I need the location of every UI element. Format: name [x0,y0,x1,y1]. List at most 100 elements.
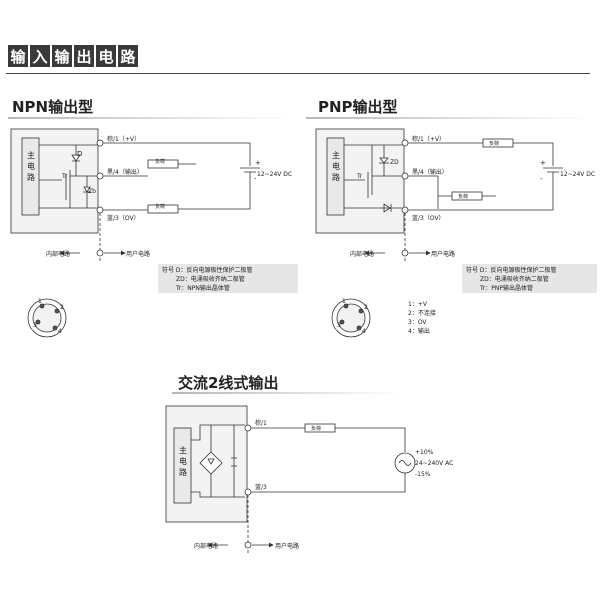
pnp-terminal-blue [401,206,409,214]
ac-main-char: 主 [179,445,187,455]
npn-legend-line-2: ZD：电涌吸收齐纳二极管 [176,275,245,283]
npn-transistor-label: Tr [61,173,68,180]
ac-main-circuit-label: 主 电 路 [179,445,190,477]
pnp-legend-box [462,264,597,293]
pnp-pin-desc-2: 2：不连接 [408,309,436,317]
pnp-user-label: 用户电路 [431,250,455,258]
npn-plus-sign: + [255,159,261,167]
pnp-pin-label-3: 3 [337,322,341,329]
pnp-labels: 主 电 路 棕/1（+V） 黑/4（输出） 蓝/3（OV） 负荷 负荷 12~2… [332,135,595,335]
npn-terminal-brown [96,139,104,147]
ac-main-circuit-box [173,427,192,504]
npn-terminal-blue [96,206,104,214]
pnp-main-char: 主 [332,150,340,160]
ac-supply-range: 24~240V AC [415,460,453,467]
pnp-main-char: 路 [332,172,340,182]
title-char: 出 [74,45,94,67]
ac-main-char: 电 [179,456,187,466]
pnp-zener-label: ZD [390,159,399,166]
npn-main-circuit-box [21,137,40,216]
npn-legend-box [158,264,298,293]
pnp-pin-desc-3: 3：OV [408,319,427,326]
pnp-pin-label-2: 2 [364,304,368,311]
npn-internal-label: 内部电路 [46,250,70,258]
npn-pin-label-2: 2 [60,304,64,311]
npn-main-char: 主 [27,150,35,160]
pnp-pin-label-4: 4 [362,328,366,335]
npn-diagram [10,128,298,338]
pnp-pin-3 [339,319,345,325]
pnp-terminal-black [401,172,409,180]
pnp-transistor-label: Tr [356,173,363,180]
npn-main-char: 电 [27,161,35,171]
ac-terminal-brown [244,424,252,432]
ac-supply-minus: -15% [415,471,431,478]
ac-section-underline [172,392,402,394]
npn-pin-4 [52,325,58,331]
npn-pin-3 [35,319,41,325]
npn-pin-label-1: 1 [38,298,42,305]
pnp-supply-label: 12~24V DC [560,171,595,178]
title-char: 入 [30,45,50,67]
npn-minus-sign: - [254,175,257,183]
npn-pin-2 [54,308,60,314]
ac-load-label: 负荷 [311,425,321,432]
pnp-diagram [315,128,597,338]
pnp-internal-label: 内部电路 [350,250,374,258]
pnp-blue-label: 蓝/3（OV） [412,214,445,222]
npn-section-title: NPN输出型 [12,98,94,116]
title-char: 电 [96,45,116,67]
npn-main-char: 路 [27,172,35,182]
ac-internal-label: 内部电路 [194,542,218,550]
npn-blue-label: 蓝/3（OV） [107,214,140,222]
title-char: 输 [8,45,28,67]
npn-pin-label-3: 3 [33,322,37,329]
title-char: 输 [52,45,72,67]
npn-supply-label: 12~24V DC [257,171,292,178]
npn-main-circuit-label: 主 电 路 [27,150,38,182]
pnp-pin-4 [356,325,362,331]
ac-section-title: 交流2线式输出 [178,374,279,392]
pnp-connector-inner [336,303,366,333]
npn-terminal-black [96,172,104,180]
page-title: 输 入 输 出 电 路 [8,45,140,67]
pnp-black-label: 黑/4（输出） [412,168,448,176]
pnp-legend-line-1: 符号 D：反向电源极性保护二极管 [466,266,557,274]
pnp-pin-2 [358,308,364,314]
pnp-pin-label-1: 1 [342,298,346,305]
npn-legend-line-3: Tr：NPN输出晶体管 [175,284,230,292]
npn-load-label-2: 负荷 [155,203,165,210]
pnp-pin-desc-4: 4：输出 [408,327,430,335]
ac-labels: 主 电 路 棕/1 蓝/3 负荷 +10% 24~240V AC -15% 内部… [179,419,453,550]
pnp-legend-line-2: ZD：电涌吸收齐纳二极管 [480,275,549,283]
npn-pin-label-4: 4 [58,328,62,335]
pnp-load-label-1: 负荷 [489,140,499,147]
pnp-section-title: PNP输出型 [318,98,398,116]
npn-pin-1 [39,303,45,309]
pnp-pin-1 [343,303,349,309]
ac-blue-label: 蓝/3 [255,483,267,491]
pnp-brown-label: 棕/1（+V） [412,135,445,143]
title-char: 路 [118,45,138,67]
npn-labels: 主 电 路 棕/1（+V） 黑/4（输出） 蓝/3（OV） 负荷 负荷 12~2… [27,135,292,335]
pnp-section-underline [306,117,591,119]
pnp-pin-desc-1: 1：+V [408,301,428,308]
npn-black-label: 黑/4（输出） [107,168,143,176]
npn-connector-inner [32,303,62,333]
pnp-minus-sign: - [540,175,543,183]
npn-load-label-1: 负荷 [155,158,165,165]
pnp-legend-line-3: Tr：PNP输出晶体管 [479,284,533,292]
title-rule [6,73,590,74]
ac-supply-plus: +10% [415,449,434,456]
ac-diagram [165,405,416,553]
ac-user-label: 用户电路 [275,542,299,550]
npn-zener-label: Zb [88,188,96,195]
ac-brown-label: 棕/1 [255,419,267,427]
ac-main-char: 路 [179,467,187,477]
npn-section-underline [8,117,293,119]
npn-diode-label: D [77,150,82,158]
pnp-main-circuit-label: 主 电 路 [332,150,343,182]
npn-legend-line-1: 符号 D：反向电源极性保护二极管 [162,266,253,274]
npn-user-label: 用户电路 [126,250,150,258]
